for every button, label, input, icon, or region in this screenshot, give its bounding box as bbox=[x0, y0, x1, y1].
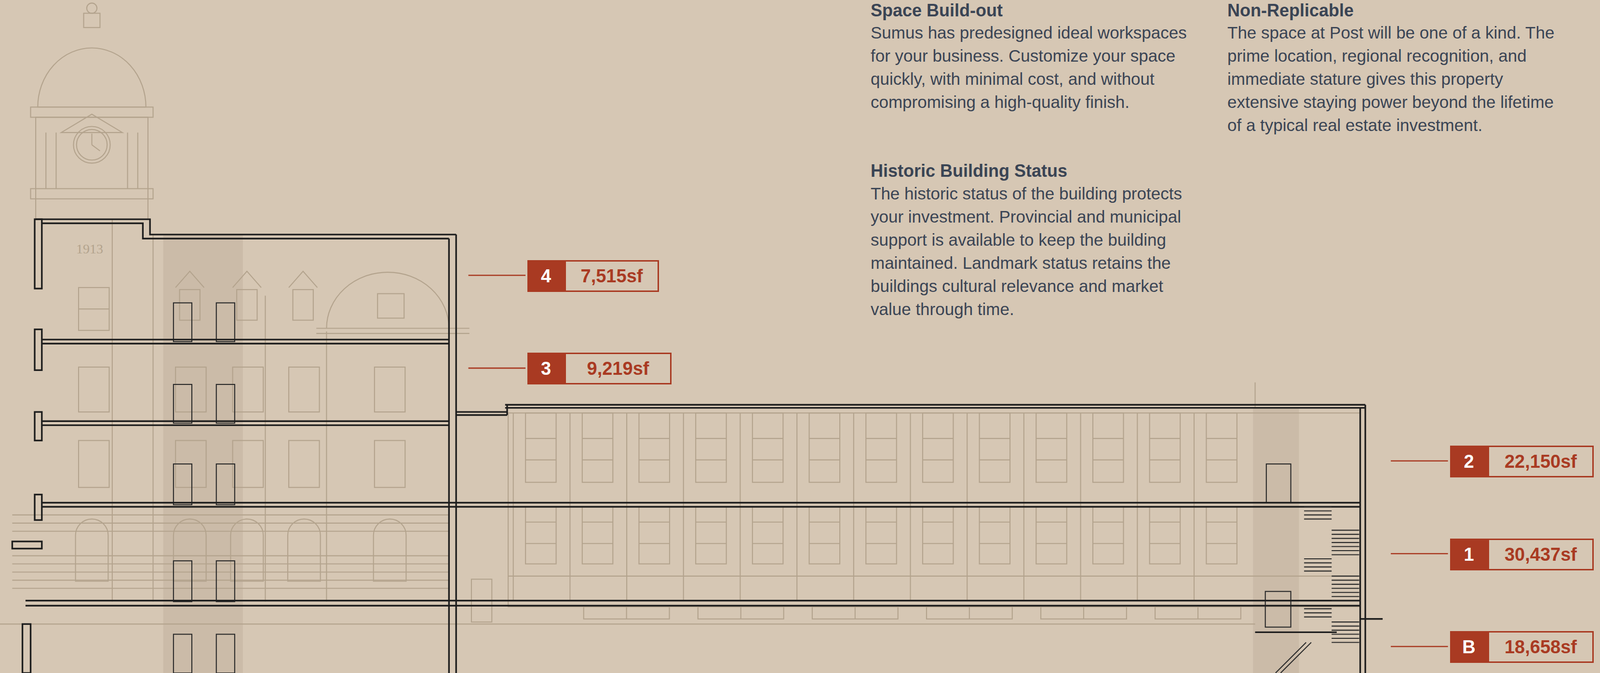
floor-number: 1 bbox=[1450, 538, 1488, 571]
date-inscription: 1913 bbox=[76, 242, 115, 257]
section-heading: Non-Replicable bbox=[1227, 0, 1565, 22]
section-body: The space at Post will be one of a kind.… bbox=[1227, 21, 1565, 137]
section-heading: Historic Building Status bbox=[870, 160, 1209, 182]
floor-area: 22,150sf bbox=[1487, 445, 1594, 478]
floor-area: 30,437sf bbox=[1487, 538, 1594, 571]
floor-area: 9,219sf bbox=[564, 352, 672, 385]
floor-callout: 222,150sf bbox=[1450, 445, 1594, 478]
section-body: Sumus has predesigned ideal workspaces f… bbox=[870, 21, 1209, 114]
floor-number: 3 bbox=[527, 352, 565, 385]
floor-area: 7,515sf bbox=[564, 260, 659, 293]
section-heading: Space Build-out bbox=[870, 0, 1209, 22]
floor-callout: B18,658sf bbox=[1450, 631, 1594, 664]
floor-callout: 39,219sf bbox=[527, 352, 672, 385]
floor-area: 18,658sf bbox=[1487, 631, 1594, 664]
floor-callout: 47,515sf bbox=[527, 260, 659, 293]
floor-number: B bbox=[1450, 631, 1488, 664]
section-body: The historic status of the building prot… bbox=[870, 182, 1209, 322]
floor-number: 2 bbox=[1450, 445, 1488, 478]
floor-number: 4 bbox=[527, 260, 565, 293]
floor-callout: 130,437sf bbox=[1450, 538, 1594, 571]
